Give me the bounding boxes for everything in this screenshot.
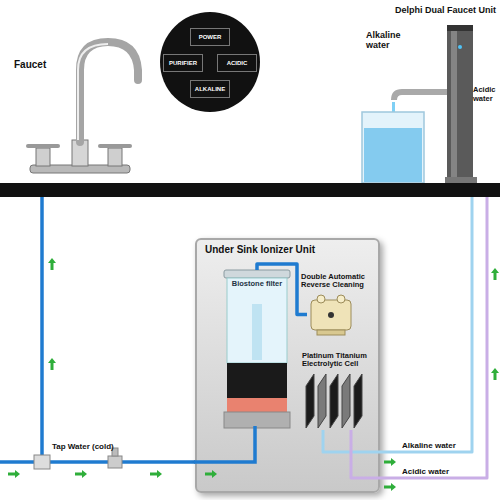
flow-arrow	[48, 358, 56, 370]
water-pipe	[40, 197, 44, 462]
node-label: Faucet	[14, 59, 46, 71]
filter-cap	[224, 270, 290, 278]
flow-arrow	[8, 470, 20, 478]
valve	[108, 456, 122, 468]
flow-arrow	[384, 458, 396, 466]
electrode-plate	[318, 374, 326, 428]
unit-title: Under Sink Ionizer Unit	[205, 244, 315, 256]
filter-base	[224, 412, 290, 428]
tower-highlight	[451, 29, 457, 179]
valve-knob	[337, 295, 345, 303]
tee-fitting	[34, 455, 50, 469]
handle-cross	[28, 144, 58, 148]
filter-housing	[227, 278, 287, 363]
faucet: Faucet	[10, 55, 160, 183]
electrolytic-cell: Platinum Titanium Electrolytic Cell	[302, 372, 372, 430]
faucet-highlight	[78, 44, 108, 140]
filter-core	[252, 304, 262, 360]
flow-arrow	[205, 470, 217, 478]
electrode-plate	[330, 374, 338, 428]
node-outline	[445, 25, 492, 197]
dual-faucet-unit: Delphi Dual Faucet Unit	[445, 25, 492, 197]
electrode-plate	[306, 374, 314, 428]
flow-arrow	[48, 258, 56, 270]
electrode-plate	[354, 374, 362, 428]
valve-body	[311, 300, 351, 330]
flow-arrow	[491, 268, 499, 280]
button-label: POWER	[190, 28, 230, 46]
callout-label: Acidic water	[473, 86, 500, 103]
alkaline-line	[323, 197, 472, 452]
flow-arrow	[491, 368, 499, 380]
callout-label: Tap Water (cold)	[52, 442, 114, 451]
handle-cross	[100, 144, 130, 148]
acidic-line	[351, 197, 487, 478]
button-label: ALKALINE	[190, 80, 230, 98]
cleaning-valve: Double Automatic Reverse Cleaning	[307, 292, 355, 337]
carbon-layer	[227, 363, 287, 398]
node-outline	[302, 372, 372, 430]
faucet-handle	[108, 148, 122, 166]
button-label: PURIFIER	[163, 54, 203, 72]
faucet-handle	[36, 148, 50, 166]
valve-knob	[317, 295, 325, 303]
node-outline	[307, 292, 355, 337]
water-pipe	[194, 426, 255, 462]
spout	[394, 92, 447, 100]
faucet-spout	[80, 42, 138, 142]
water-pipe	[0, 460, 196, 464]
filter-cartridge: Biostone filter	[224, 270, 290, 428]
water-pipe	[257, 264, 307, 315]
flow-arrow	[75, 470, 87, 478]
flow-arrow	[384, 483, 396, 491]
pipe-label: Alkaline water	[402, 441, 456, 450]
glass	[362, 112, 424, 183]
indicator-light	[458, 45, 462, 49]
node-outline	[224, 270, 290, 428]
electrode-plate	[342, 374, 350, 428]
callout-label: Alkaline water	[366, 30, 422, 51]
ionizer-unit: Biostone filterDouble Automatic Reverse …	[195, 238, 380, 493]
flow-arrow	[150, 470, 162, 478]
glass-water	[364, 128, 422, 182]
tower-cap	[447, 25, 473, 31]
countertop	[0, 183, 500, 197]
mineral-layer	[227, 398, 287, 412]
faucet-tower	[447, 25, 473, 183]
part-label: Double Automatic Reverse Cleaning	[301, 273, 373, 290]
valve-port	[328, 312, 334, 318]
part-label: Biostone filter	[224, 280, 290, 289]
tower-base	[445, 177, 477, 183]
pipe-label: Acidic water	[402, 467, 449, 476]
button-label: ACIDIC	[217, 54, 257, 72]
valve-foot	[317, 330, 345, 335]
control-panel: POWER PURIFIER ACIDIC ALKALINE	[160, 12, 260, 112]
unit-title: Delphi Dual Faucet Unit	[395, 5, 496, 15]
part-label: Platinum Titanium Electrolytic Cell	[302, 352, 374, 369]
